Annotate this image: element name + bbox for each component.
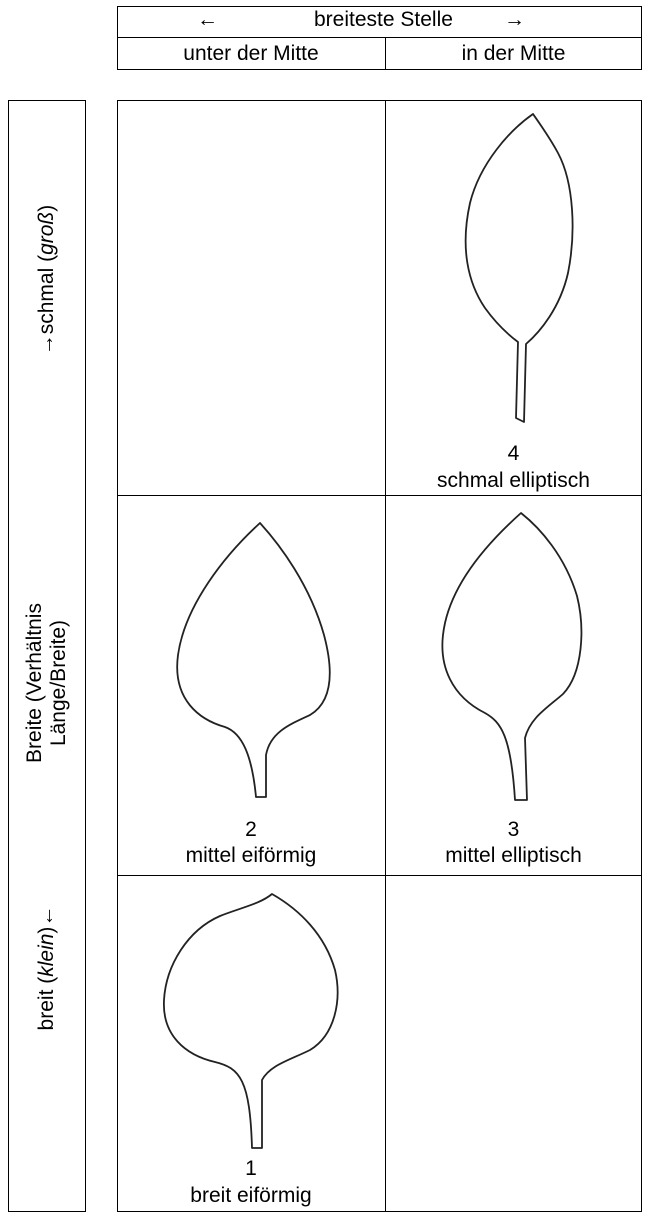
leaf-4-label: schmal elliptisch [437,469,590,492]
leaf-2-medium-ovate-drawing [176,522,331,798]
column-label-below-middle: unter der Mitte [183,42,319,65]
column-label-in-middle: in der Mitte [461,42,566,65]
leaf-3-number: 3 [507,818,520,841]
leaf-1-label: breit eiförmig [190,1184,312,1207]
side-axis-box [8,100,86,1212]
leaf-1-number: 1 [245,1157,257,1180]
side-label-narrow: →schmal (groß) [35,170,59,390]
arrow-left-icon: ← [35,905,58,927]
leaf-2-number: 2 [245,818,257,841]
leaf-3-label: mittel elliptisch [445,844,582,867]
grid-row-divider-2 [117,875,642,876]
header-column-divider [385,37,386,70]
arrow-right-icon: → [35,334,58,356]
header-table [117,6,642,70]
grid-row-divider-1 [117,495,642,496]
grid-column-divider [385,100,386,1212]
header-divider [117,37,642,38]
leaf-3-medium-elliptic-drawing [441,512,583,801]
side-label-narrow-word: schmal ( [35,254,58,335]
side-label-width-ratio: Breite (Verhältnis Länge/Breite) [23,563,71,803]
leaf-grid [117,100,642,1212]
side-label-narrow-close: ) [35,204,58,212]
side-label-broad-word: breit ( [35,976,58,1031]
header-title: breiteste Stelle [314,8,453,31]
header-arrow-right: → [504,8,525,31]
side-label-width-line1: Breite (Verhältnis [23,603,46,763]
side-label-width-line2: Länge/Breite) [47,619,70,747]
header-arrow-left: ← [197,8,218,31]
leaf-4-narrow-elliptic-drawing [464,113,574,423]
leaf-4-number: 4 [507,442,520,465]
leaf-2-label: mittel eiförmig [185,844,317,867]
side-label-broad-close: ) [35,926,58,934]
side-label-broad-italic: klein [35,933,58,977]
leaf-1-broad-ovate-drawing [163,893,339,1149]
side-label-narrow-italic: groß [35,211,58,255]
side-label-broad: breit (klein)← [35,868,59,1068]
